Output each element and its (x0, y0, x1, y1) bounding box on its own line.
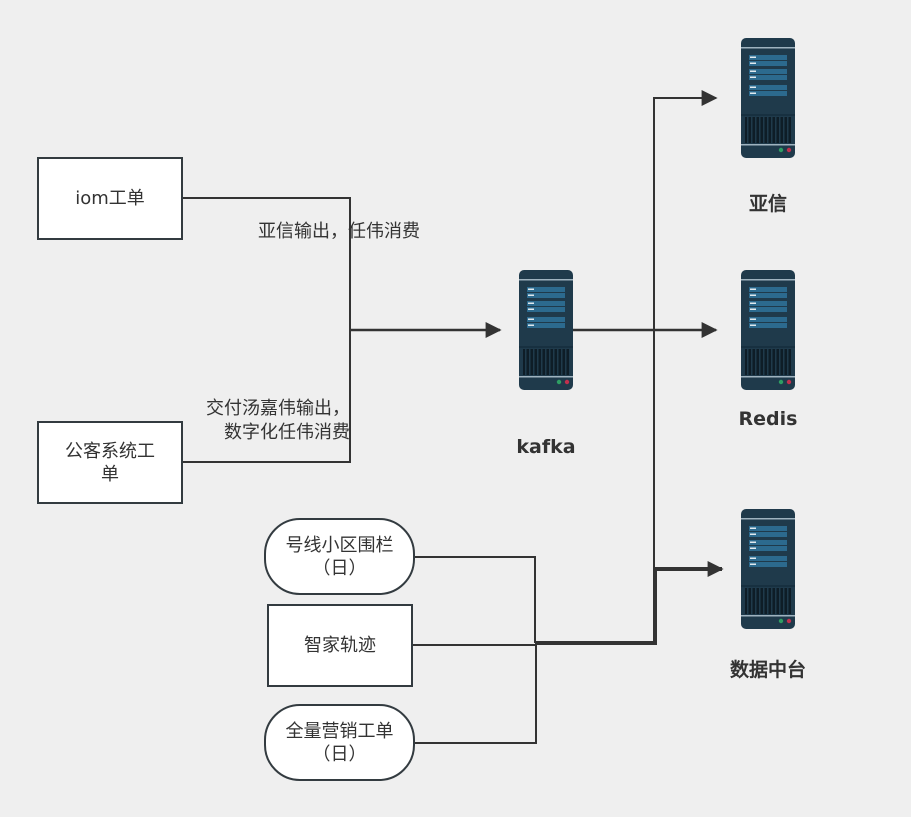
node-haoxian-label-line2: （日） (312, 557, 367, 579)
datacenter-server-icon[interactable] (741, 509, 795, 629)
kafka-label: kafka (516, 436, 576, 458)
node-quanliang[interactable]: 全量营销工单 （日） (264, 704, 415, 781)
node-haoxian-label-line1: 号线小区围栏 (285, 534, 394, 556)
node-gongke-label-line1: 公客系统工 (65, 440, 155, 462)
node-haoxian[interactable]: 号线小区围栏 （日） (264, 518, 415, 595)
edge-quanliang (414, 643, 537, 744)
edge-bottom-trunk (536, 561, 724, 645)
node-iom-label: iom工单 (75, 188, 145, 209)
yaxin-label: 亚信 (748, 193, 787, 215)
edge-kafka-yaxin (653, 90, 718, 330)
node-quanliang-label-line1: 全量营销工单 (285, 720, 394, 742)
node-zhijia[interactable]: 智家轨迹 (267, 604, 413, 687)
node-iom[interactable]: iom工单 (37, 157, 183, 240)
node-zhijia-label: 智家轨迹 (304, 635, 376, 656)
node-gongke-label-line2: 单 (101, 463, 119, 485)
datacenter-label: 数据中台 (729, 659, 806, 681)
redis-server-icon[interactable] (741, 270, 795, 390)
node-quanliang-label-line2: （日） (312, 743, 367, 765)
kafka-server-icon[interactable] (519, 270, 573, 390)
yaxin-server-icon[interactable] (741, 38, 795, 158)
edge-haoxian (414, 556, 536, 643)
node-gongke[interactable]: 公客系统工 单 (37, 421, 183, 504)
edge-gongke-kafka (183, 330, 351, 463)
edge-label-iom: 亚信输出，任伟消费 (258, 221, 420, 242)
edge-label-gongke-line1: 交付汤嘉伟输出， (206, 398, 350, 419)
edge-iom-kafka (183, 197, 351, 330)
edge-label-gongke-line2: 数字化任伟消费 (224, 422, 350, 443)
redis-label: Redis (738, 408, 798, 430)
